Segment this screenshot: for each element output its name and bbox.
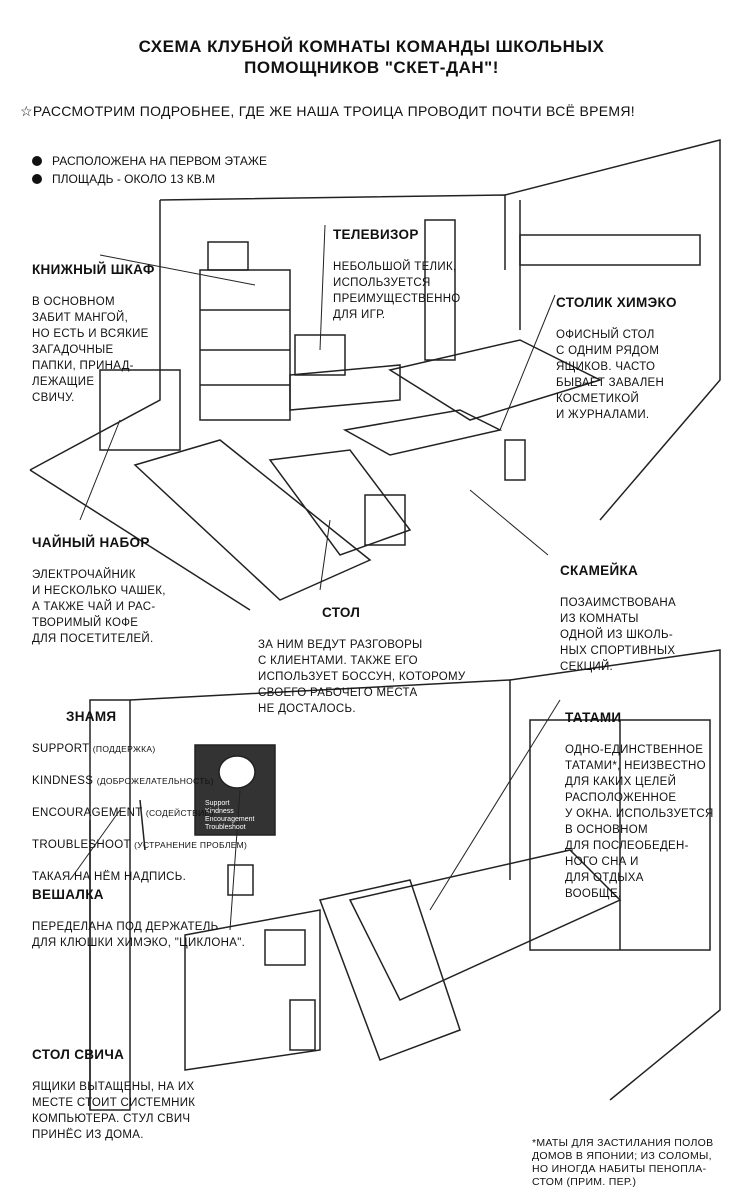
fact-area: Площадь - около 13 кв.м	[32, 172, 215, 186]
label-title: Стол	[322, 605, 361, 620]
title-line-1: Схема клубной комнаты команды школьных	[138, 37, 605, 56]
label-text: ящики вытащены, на их месте стоит систем…	[32, 1081, 196, 1141]
label-text: Одно-единственное татами*, неизвестно дл…	[565, 744, 714, 900]
lower-room-drawing	[89, 649, 721, 1111]
label-title: Чайный набор	[32, 535, 150, 550]
label-text: электрочайник и несколько чашек, а также…	[32, 569, 166, 645]
label-title: Скамейка	[560, 563, 639, 578]
label-title: Столик Химэко	[556, 295, 677, 310]
banner-word: SUPPORT	[32, 743, 90, 755]
label-switch-desk: Стол Свича ящики вытащены, на их месте с…	[32, 1030, 252, 1143]
banner-word: ENCOURAGEMENT	[32, 807, 143, 819]
label-title: Книжный шкаф	[32, 262, 155, 277]
label-tea-set: Чайный набор электрочайник и несколько ч…	[32, 518, 232, 647]
fact-floor: Расположена на первом этаже	[32, 154, 267, 168]
label-title: Стол Свича	[32, 1047, 125, 1062]
flag-text-troubleshoot: Troubleshoot	[205, 824, 246, 831]
label-title: Вешалка	[32, 887, 104, 902]
flag-text-support: Support	[205, 800, 230, 807]
label-text: офисный стол с одним рядом ящиков. Часто…	[556, 329, 665, 421]
label-bench: Скамейка позаимствована из комнаты одной…	[560, 546, 740, 675]
label-title: Знамя	[66, 709, 117, 724]
intro-text: ☆Рассмотрим подробнее, где же наша троиц…	[20, 103, 635, 119]
banner-word: TROUBLESHOOT	[32, 839, 131, 851]
label-title: Татами	[565, 710, 622, 725]
label-banner: Знамя SUPPORT (поддержка) KINDNESS (добр…	[32, 692, 332, 901]
label-table: Стол За ним ведут разговоры с клиентами.…	[258, 588, 558, 717]
label-tv: Телевизор небольшой телик, используется …	[333, 210, 503, 323]
flag-text-kindness: Kindness	[205, 808, 234, 815]
page-title: Схема клубной комнаты команды школьных п…	[0, 36, 743, 78]
label-text: небольшой телик, используется преимущест…	[333, 261, 461, 321]
banner-translation: (доброжелательность)	[96, 776, 214, 786]
label-bookshelf: Книжный шкаф в основном забит мангой, но…	[32, 245, 172, 406]
upper-room-drawing	[29, 139, 721, 611]
label-text: За ним ведут разговоры с клиентами. Такж…	[258, 639, 466, 715]
label-text: в основном забит мангой, но есть и всяки…	[32, 296, 149, 404]
label-text: переделана под держатель для клюшки Химэ…	[32, 921, 246, 949]
banner-translation: (устранение проблем)	[134, 840, 248, 850]
flag-text-encouragement: Encouragement	[205, 816, 254, 823]
label-tatami: Татами Одно-единственное татами*, неизве…	[565, 693, 740, 902]
label-text: позаимствована из комнаты одной из школь…	[560, 597, 676, 673]
footnote: *Маты для застилания полов домов в Япони…	[532, 1137, 714, 1188]
banner-footer: такая на нём надпись.	[32, 871, 187, 883]
label-hanger: Вешалка переделана под держатель для клю…	[32, 870, 352, 951]
title-line-2: помощников "Скет-Дан"!	[244, 58, 499, 77]
banner-translation: (поддержка)	[92, 744, 156, 754]
label-himeko-desk: Столик Химэко офисный стол с одним рядом…	[556, 278, 736, 423]
banner-word: KINDNESS	[32, 775, 94, 787]
label-title: Телевизор	[333, 227, 419, 242]
banner-translation: (содействие)	[145, 808, 214, 818]
